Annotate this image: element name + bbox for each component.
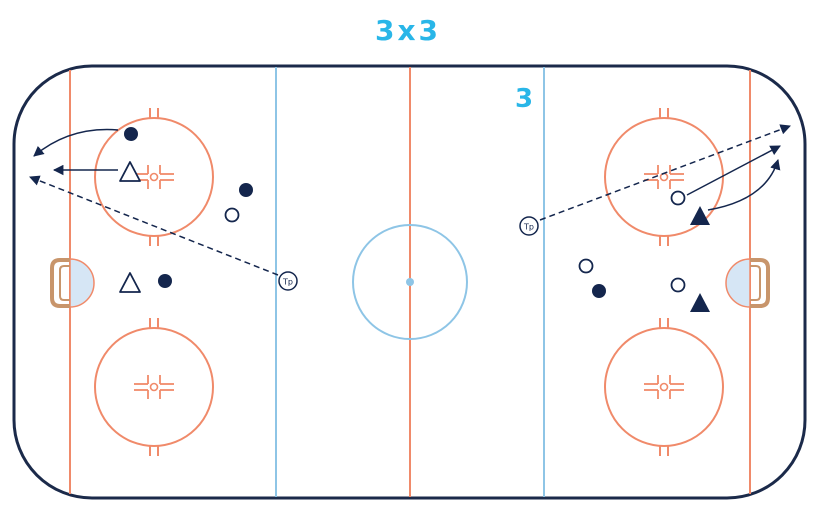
player-open-circle: [670, 190, 686, 206]
player-open-circle: [670, 277, 686, 293]
center-faceoff-dot: [406, 278, 414, 286]
player-open-triangle: [119, 272, 141, 293]
goal-crease-left: [69, 258, 95, 308]
faceoff-circle-bl: [94, 318, 214, 456]
player-filled-triangle: [690, 206, 710, 225]
player-filled-circle: [239, 183, 253, 197]
player-open-circle: [224, 207, 240, 223]
player-filled-circle: [592, 284, 606, 298]
goal-crease-right: [725, 258, 751, 308]
goal-net-left-inner: [59, 265, 70, 301]
coach-marker: Tp: [278, 271, 298, 291]
player-filled-circle: [158, 274, 172, 288]
coach-marker: Tp: [519, 216, 539, 236]
player-open-triangle: [119, 161, 141, 182]
player-filled-circle: [124, 127, 138, 141]
goal-net-right-inner: [750, 265, 761, 301]
skate-arrow-right-curve: [707, 158, 781, 211]
goal-net-right: [750, 258, 770, 308]
coach-marker-label: Tp: [282, 278, 293, 287]
drill-title: 3x3: [375, 14, 441, 47]
faceoff-circle-tr: [604, 108, 724, 246]
pass-arrow-left: [29, 175, 279, 276]
coach-marker-label: Tp: [523, 223, 534, 232]
center-circle: [352, 224, 468, 340]
skate-arrow-left-curve: [33, 128, 119, 157]
skate-arrow-right-straight: [686, 145, 781, 196]
player-open-circle: [578, 258, 594, 274]
faceoff-circle-br: [604, 318, 724, 456]
goal-net-left: [50, 258, 70, 308]
faceoff-circle-tl: [94, 108, 214, 246]
pass-arrow-right: [539, 124, 791, 221]
player-filled-triangle: [690, 293, 710, 312]
zone-number: 3: [515, 84, 533, 114]
